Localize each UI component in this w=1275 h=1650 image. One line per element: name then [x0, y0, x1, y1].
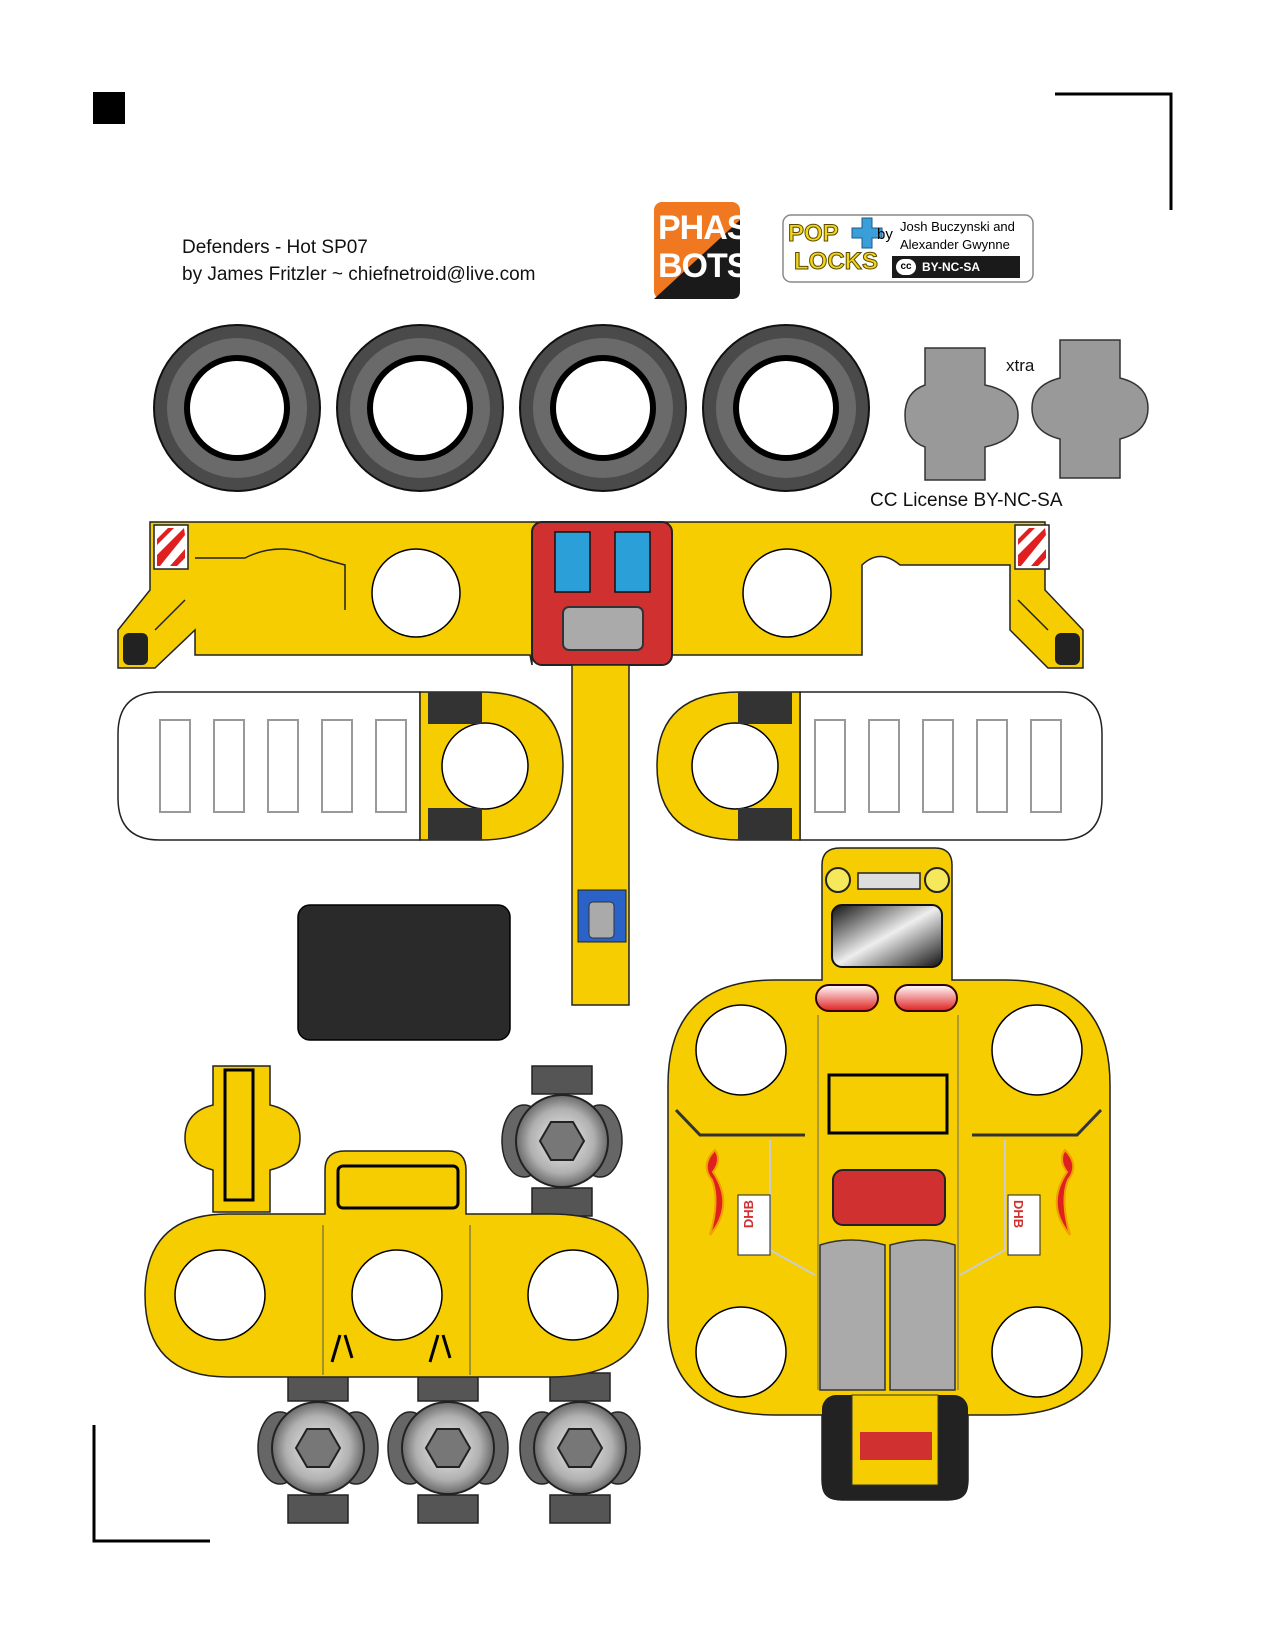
plate-text-left: DHB	[741, 1200, 756, 1229]
phasebots-line2: BOTS	[658, 247, 749, 285]
side-panel-left	[117, 691, 564, 841]
cc-icon: cc	[896, 259, 916, 275]
poplocks-authors: Josh Buczynski and Alexander Gwynne	[900, 218, 1015, 254]
extra-label: xtra	[1006, 356, 1035, 375]
plate-decal-left	[737, 1194, 771, 1256]
title-line-1: Defenders - Hot SP07	[182, 237, 368, 258]
flame-icon	[1055, 1148, 1075, 1236]
hazard-stripe-icon	[1014, 524, 1050, 570]
hex-bolt-icon	[519, 1372, 641, 1524]
title-line-2: by James Fritzler ~ chiefnetroid@live.co…	[182, 264, 536, 285]
corner-mark-bottom-left	[92, 1425, 210, 1543]
plate-text-right: DHB	[1011, 1200, 1026, 1229]
license-label: CC License BY-NC-SA	[870, 490, 1063, 511]
tire-icon	[703, 325, 869, 491]
tire-icon	[154, 325, 320, 491]
cc-badge-text: BY-NC-SA	[922, 260, 981, 274]
poplocks-line1: POP	[788, 220, 840, 247]
lamp-icon	[123, 633, 148, 665]
tire-icon	[520, 325, 686, 491]
poplocks-by: by	[877, 226, 893, 243]
hex-bolt-icon	[257, 1372, 379, 1524]
plate-decal-right	[1007, 1194, 1041, 1256]
small-tab	[184, 1065, 301, 1213]
lamp-icon	[1055, 633, 1080, 665]
poplocks-line2: LOCKS	[794, 248, 879, 275]
authors-line-1: Josh Buczynski and	[900, 219, 1015, 234]
hex-bolt-icon	[387, 1372, 509, 1524]
flame-icon	[705, 1148, 725, 1236]
sheet-title: Defenders - Hot SP07 by James Fritzler ~…	[182, 234, 536, 288]
puzzle-cross-icon	[851, 217, 883, 249]
arm-frame	[117, 521, 1084, 669]
phasebots-logo	[654, 202, 740, 299]
connector-piece	[904, 347, 1019, 481]
registration-square	[93, 92, 125, 124]
corner-mark-top-right	[1055, 92, 1173, 210]
phasebots-line1: PHASE	[658, 209, 771, 247]
truck-chassis	[667, 847, 1111, 1501]
cc-license-badge: cc BY-NC-SA	[892, 256, 1020, 278]
connector-piece-extra	[1031, 339, 1149, 479]
dark-pad	[297, 904, 511, 1041]
side-panel-right	[656, 691, 1103, 841]
lower-bar	[144, 1150, 649, 1378]
authors-line-2: Alexander Gwynne	[900, 237, 1010, 252]
tire-icon	[337, 325, 503, 491]
hex-bolt-icon	[501, 1065, 623, 1217]
vertical-tab	[571, 664, 630, 1006]
hazard-stripe-icon	[153, 524, 189, 570]
